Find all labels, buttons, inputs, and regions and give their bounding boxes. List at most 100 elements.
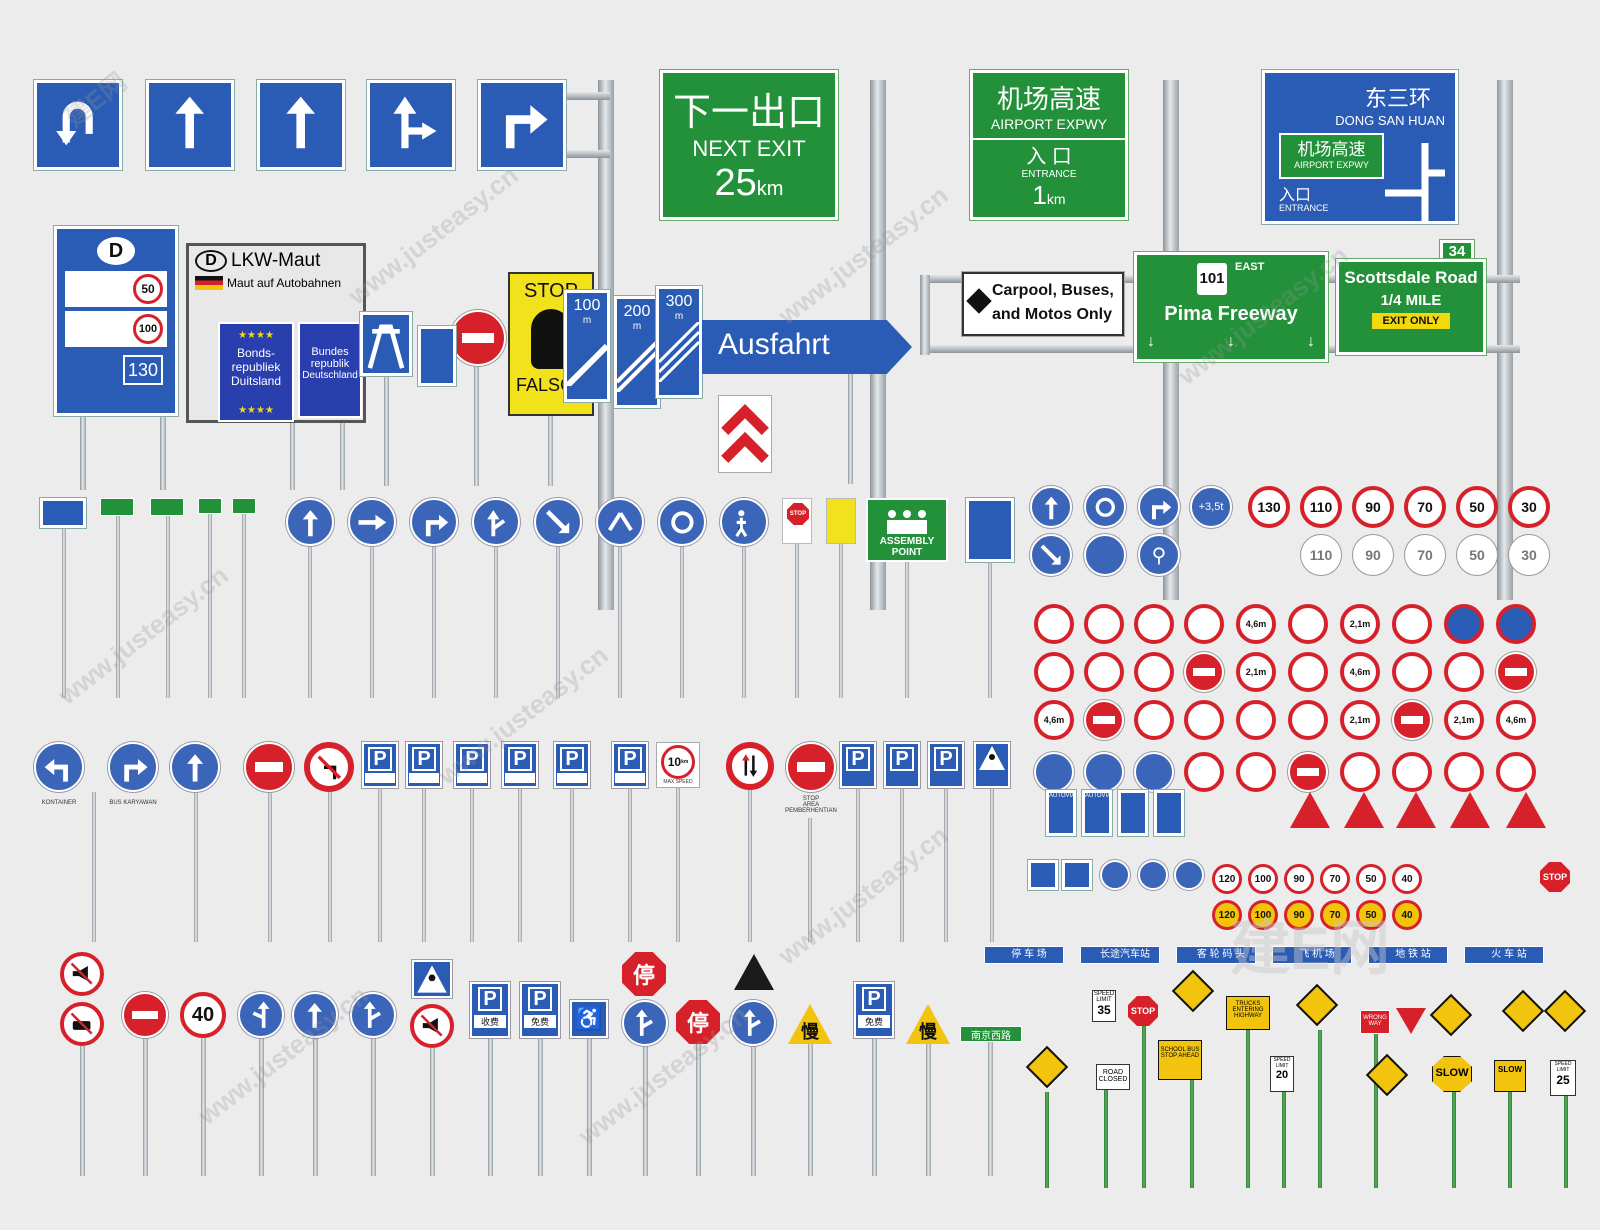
sign-post (242, 514, 246, 698)
next-exit-en: NEXT EXIT (692, 136, 806, 161)
parking-p-icon: P (528, 987, 552, 1011)
speed-limit-sign: 90 (1352, 486, 1394, 528)
max-speed-value: 10 (667, 755, 682, 769)
country-oval: D (97, 237, 135, 265)
no-horn-sign (410, 1004, 454, 1048)
sign-post (143, 1038, 148, 1176)
speed-limit-sign: 100 (1248, 864, 1278, 894)
truss-post (920, 275, 930, 355)
sign-post (1104, 1090, 1108, 1188)
turn-left-sign (34, 742, 84, 792)
no-entry-sign (1184, 652, 1224, 692)
sign-post (80, 1046, 85, 1176)
parking-fee-label: 免费 (524, 1015, 556, 1028)
exit-sign (150, 498, 184, 516)
sign-post (872, 1038, 877, 1176)
slow-warning-sign: 慢 (788, 1004, 832, 1044)
restriction-sign (1034, 604, 1074, 644)
bicycle-icon: ⚲ (1151, 544, 1167, 567)
sign-pole (474, 366, 479, 486)
distance-unit: m (674, 311, 684, 322)
narrow-road-sign (1396, 792, 1436, 828)
sign-post (1246, 1030, 1250, 1188)
restriction-sign (1236, 700, 1276, 740)
straight-or-right-sign (730, 1000, 776, 1046)
sign-pole (548, 416, 553, 486)
restriction-sign (1444, 652, 1484, 692)
us-speed-value: 35 (1097, 1003, 1111, 1017)
slow-children-sign: SLOW (1494, 1060, 1526, 1092)
kontainer-label: KONTAINER (41, 800, 77, 806)
wrong-way-sign: WRONG WAY (1360, 1010, 1390, 1034)
sign-support (340, 420, 345, 490)
road-closed-sign: ROAD CLOSED (1096, 1064, 1130, 1090)
parking-p-icon: P (508, 747, 532, 771)
sign-post (808, 818, 812, 942)
carpool-line2: and Motos Only (992, 306, 1112, 323)
sign-post (116, 516, 120, 698)
destination-tab: 火 车 站 (1464, 946, 1544, 964)
de-line2: republik (310, 358, 350, 370)
sign-post (839, 544, 843, 698)
restriction-sign: 2,1m (1236, 652, 1276, 692)
restriction-sign (1184, 752, 1224, 792)
stripe-icon (617, 340, 657, 394)
arrow-straight-right-icon (393, 96, 437, 149)
loading-bay-sign (40, 498, 86, 528)
sign-post (194, 792, 198, 942)
mandatory-sign (1084, 752, 1124, 792)
sign-post (1374, 1034, 1378, 1188)
sign-post (62, 528, 66, 698)
arrow-up-icon (307, 1003, 323, 1029)
chevron-up-icon (721, 404, 769, 463)
maut-sub: Maut auf Autobahnen (227, 276, 342, 290)
intersection-warning-sign (1171, 969, 1215, 1013)
sign-post (926, 1044, 931, 1176)
parking-sign: P (454, 742, 490, 788)
parking-p-icon: P (368, 747, 392, 771)
speed-limit-sign: 90 (1284, 900, 1314, 930)
speed-limit-sign: 100 (1248, 900, 1278, 930)
speed-limit-sign: 40 (1392, 900, 1422, 930)
end-speed-limit-sign: 70 (1404, 534, 1446, 576)
recommended-speed-130: 130 (123, 355, 163, 385)
sign-post (378, 788, 382, 942)
slow-sign: SLOW (1432, 1056, 1472, 1092)
motorway-limit-panel: 130 (65, 351, 167, 391)
u-turn-arrow-icon (56, 101, 94, 146)
end-speed-limit-sign: 90 (1352, 534, 1394, 576)
arrow-up-icon (175, 96, 205, 149)
airport-expwy-sign: 机场高速 AIRPORT EXPWY 入 口 ENTRANCE 1km (970, 70, 1128, 220)
parking-p-icon: P (412, 747, 436, 771)
sign-post (538, 1038, 543, 1176)
speed-limit-sign: 70 (1320, 864, 1350, 894)
sign-post (518, 788, 522, 942)
right-turn-lane-sign (478, 80, 566, 170)
slow-warning-sign: 慢 (906, 1004, 950, 1044)
sign-post (905, 562, 909, 698)
dsh-entrance-cn: 入口 (1279, 187, 1312, 204)
stop-sign: STOP (1128, 996, 1158, 1026)
gantry-arm (560, 150, 610, 158)
motorway-icon (367, 324, 405, 369)
mini-stop: STOP (787, 503, 809, 525)
pima-freeway-sign: 101 EAST Pima Freeway ↓↓↓ (1134, 252, 1328, 362)
parking-p-icon: P (862, 987, 886, 1011)
weight-limit-sign: +3,5t (1190, 486, 1232, 528)
speed-limit-sign: 90 (1284, 864, 1314, 894)
restriction-sign (1496, 752, 1536, 792)
sign-post (990, 788, 994, 942)
sign-post (1282, 1092, 1286, 1188)
speed-limit-40-sign: 40 (180, 992, 226, 1038)
sign-post (1045, 1092, 1049, 1188)
sign-post (696, 1044, 701, 1176)
end-speed-limit-sign: 110 (1300, 534, 1342, 576)
arrow-straight-right-icon (744, 1009, 762, 1037)
restriction-sign (1134, 652, 1174, 692)
sign-post (795, 544, 799, 698)
